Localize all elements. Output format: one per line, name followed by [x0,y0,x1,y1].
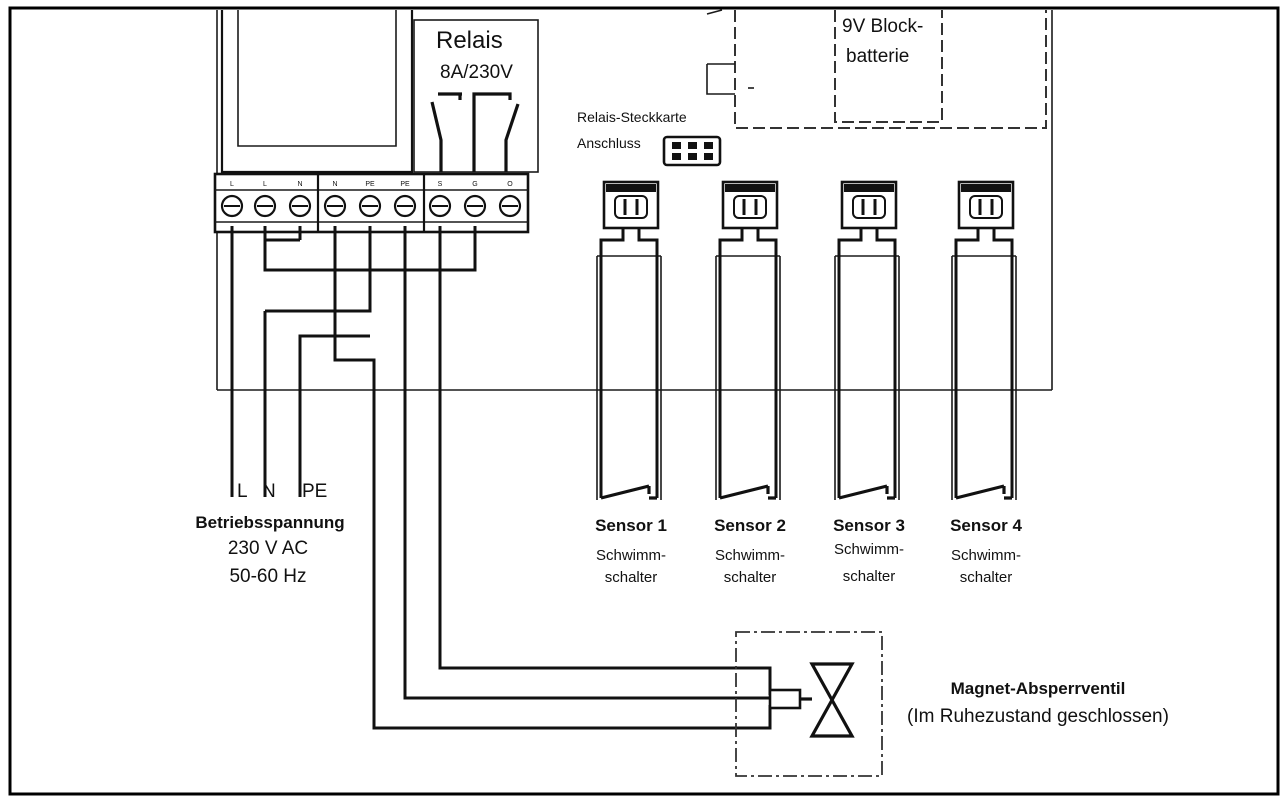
supply-frequency: 50-60 Hz [229,566,306,587]
terminal-label: L [230,181,234,188]
sensor-type-line1: Schwimm- [834,541,904,558]
sensor-leads [599,255,659,498]
sensor-3: Sensor 3 Schwimm-schalter [833,180,905,585]
sensor-2: Sensor 2 Schwimm-schalter [714,180,786,586]
sensor-leads [718,255,778,498]
sensor-loop [715,255,781,500]
float-switch-contact [838,484,895,500]
sensor-name: Sensor 4 [950,516,1022,535]
supply-wire-label-pe: PE [302,481,327,502]
solenoid-valve: Magnet-Absperrventil (Im Ruhezustand ges… [735,631,1169,777]
sensor-loop [596,255,662,500]
sensor-type-line1: Schwimm- [951,547,1021,564]
sensor-terminal-screws [852,195,886,219]
sensor-name: Sensor 1 [595,516,667,535]
terminal-label: O [507,181,513,188]
valve-subtitle: (Im Ruhezustand geschlossen) [907,706,1169,727]
sensor-type-line2: schalter [843,568,896,585]
valve-symbol [809,662,855,738]
sensor-cable [718,228,778,255]
sensor-terminal-top [725,184,775,192]
sensor-loop [951,255,1017,500]
float-switch-contact [600,484,657,500]
sensor-cable [954,228,1014,255]
sensor-terminal-screws [969,195,1003,219]
supply-labels: L N PE Betriebsspannung 230 V AC 50-60 H… [195,481,344,587]
sensor-terminal-top [606,184,656,192]
sensor-leads [837,255,897,498]
valve-coil [768,688,802,710]
supply-voltage: 230 V AC [228,538,308,559]
float-switch-contact [719,484,776,500]
sensor-terminal-top [844,184,894,192]
relay-card-connector: Relais-Steckkarte Anschluss [577,109,722,167]
supply-title: Betriebsspannung [195,513,344,532]
sensor-type-line1: Schwimm- [596,547,666,564]
supply-wire-label-l: L [237,481,248,502]
relay-card-header-pins [662,135,722,167]
terminal-label: L [263,181,267,188]
terminal-label: N [332,181,337,188]
terminal-label: PE [365,181,375,188]
display-module [220,10,414,174]
relay-block: Relais 8A/230V [413,19,539,173]
relay-contacts-symbol [430,92,520,172]
outer-frame [8,6,1280,796]
relay-card-label-line1: Relais-Steckkarte [577,109,687,125]
valve-wires [333,226,772,730]
wire-valve-n [333,336,772,730]
sensor-cable [599,228,659,255]
supply-wire-label-n: N [262,481,276,502]
relay-title: Relais [436,27,503,54]
relay-card-label-line2: Anschluss [577,135,641,151]
sensor-cable [837,228,897,255]
terminal-strip: L L N N PE PE S G O [213,172,530,234]
sensor-terminal-screws [614,195,648,219]
wire-pe [298,226,370,497]
sensor-type-line2: schalter [960,569,1013,586]
sensor-type-line2: schalter [724,569,777,586]
battery-block: 9V Block- batterie [706,9,1047,129]
sensors: Sensor 1 Schwimm-schalter Sensor 2 Schwimm-… [595,180,1022,586]
terminal-label: N [297,181,302,188]
wire-valve-pe [403,226,770,700]
sensor-4: Sensor 4 Schwimm-schalter [950,180,1022,586]
sensor-type-line2: schalter [605,569,658,586]
float-switch-contact [955,484,1012,500]
sensor-leads [954,255,1014,498]
sensor-type-line1: Schwimm- [715,547,785,564]
terminal-label: G [472,181,477,188]
terminal-screws [220,194,522,218]
wire-valve-switched [438,226,772,695]
connector-pins [672,142,713,160]
sensor-terminal-screws [733,195,767,219]
sensor-loop [834,255,900,500]
battery-label-line2: batterie [846,46,909,67]
terminal-label: PE [400,181,410,188]
valve-title: Magnet-Absperrventil [951,679,1126,698]
sensor-name: Sensor 3 [833,516,905,535]
sensor-1: Sensor 1 Schwimm-schalter [595,180,667,586]
sensor-terminal-top [961,184,1011,192]
battery-label-line1: 9V Block- [842,16,923,37]
terminal-label: S [438,181,443,188]
terminal-labels: L L N N PE PE S G O [230,181,513,188]
sensor-name: Sensor 2 [714,516,786,535]
supply-wires [230,226,477,497]
wire-bridge [263,226,300,242]
relay-rating: 8A/230V [440,62,513,83]
